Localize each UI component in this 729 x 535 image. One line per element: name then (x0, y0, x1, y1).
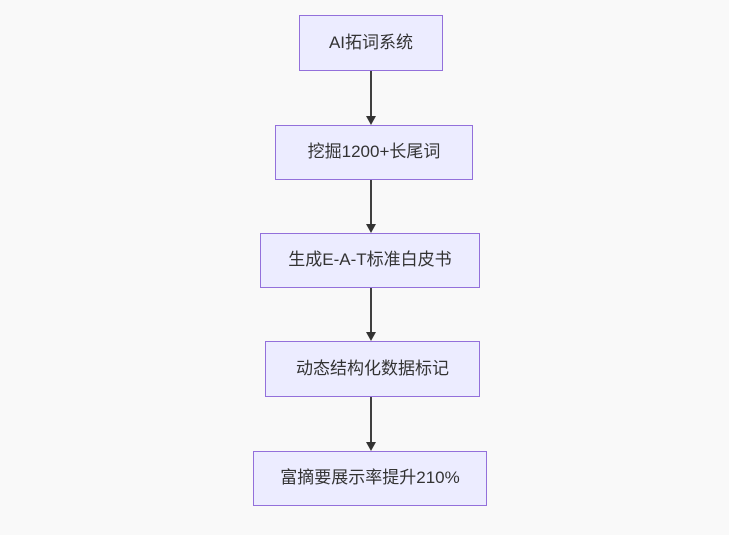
arrow-line (369, 71, 372, 116)
arrow-connector-4 (364, 397, 377, 451)
arrow-line (369, 288, 372, 332)
node-label: 生成E-A-T标准白皮书 (288, 250, 452, 270)
node-label: 富摘要展示率提升210% (280, 468, 460, 488)
flowchart-node-1: AI拓词系统 (299, 15, 443, 71)
arrow-connector-1 (364, 71, 377, 125)
node-label: AI拓词系统 (328, 32, 414, 52)
flowchart-node-2: 挖掘1200+长尾词 (275, 125, 473, 180)
arrow-line (369, 180, 372, 224)
arrow-connector-3 (364, 288, 377, 341)
flowchart-node-5: 富摘要展示率提升210% (253, 451, 487, 506)
arrowhead-down-icon (365, 442, 376, 451)
arrowhead-down-icon (365, 116, 376, 125)
arrow-connector-2 (364, 180, 377, 233)
node-label: 动态结构化数据标记 (296, 358, 449, 378)
flowchart-node-3: 生成E-A-T标准白皮书 (260, 233, 480, 288)
arrow-line (369, 397, 372, 442)
node-label: 挖掘1200+长尾词 (307, 142, 441, 162)
flowchart-node-4: 动态结构化数据标记 (265, 341, 480, 397)
arrowhead-down-icon (365, 224, 376, 233)
arrowhead-down-icon (365, 332, 376, 341)
